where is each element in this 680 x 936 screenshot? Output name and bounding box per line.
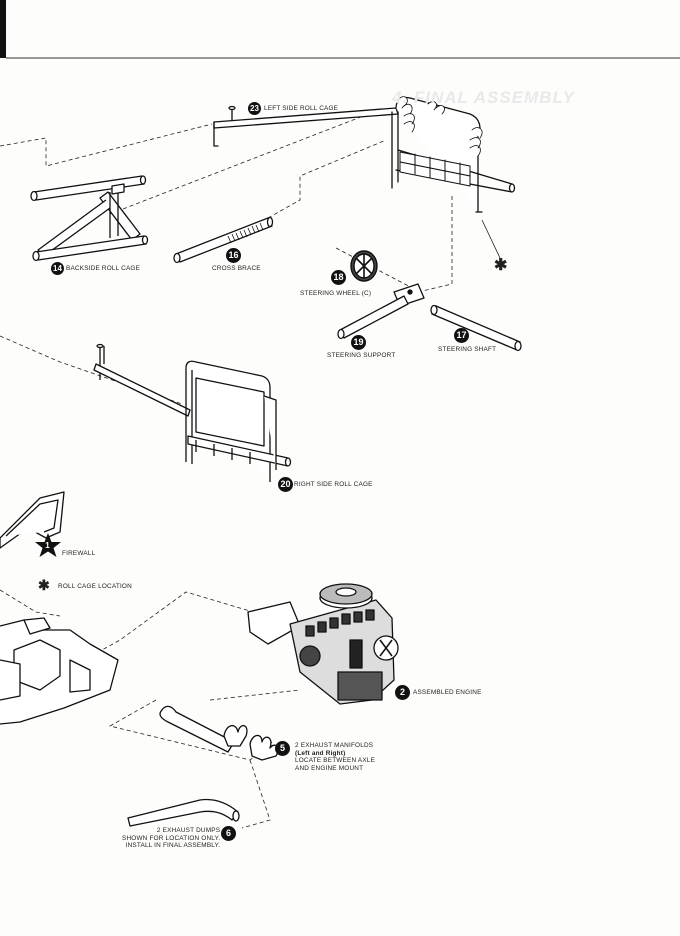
guide-lines (0, 107, 501, 829)
left-binding-strip (0, 0, 6, 58)
part-label-5-line1: 2 EXHAUST MANIFOLDS (295, 742, 374, 749)
part-label-20: RIGHT SIDE ROLL CAGE (294, 481, 373, 488)
part-number-2: 2 (395, 685, 410, 700)
firewall-drawing (0, 491, 65, 549)
part-label-2: ASSEMBLED ENGINE (413, 689, 482, 696)
part-label-19: STEERING SUPPORT (327, 352, 396, 359)
part-number-14: 14 (51, 262, 64, 275)
part-number-18: 18 (331, 270, 346, 285)
part-label-5-line2: (Left and Right) (295, 749, 346, 757)
firewall-star-icon (35, 533, 61, 557)
roll-cage-location-asterisk-icon: ✱ (38, 577, 50, 593)
part-number-6: 6 (221, 826, 236, 841)
part-label-6-line1: 2 EXHAUST DUMPS (156, 827, 221, 834)
steering-wheel-drawing (350, 250, 378, 282)
part-number-16: 16 (226, 248, 241, 263)
part-label-17: STEERING SHAFT (438, 346, 497, 353)
part-label-5-line4: AND ENGINE MOUNT (295, 764, 364, 772)
part-number-19: 19 (351, 335, 366, 350)
roll-cage-location-label: ROLL CAGE LOCATION (58, 583, 132, 590)
steering-shaft-drawing (430, 304, 522, 352)
backside-roll-cage-drawing (30, 175, 149, 262)
part-number-1: 1 (45, 541, 50, 550)
part-label-6-line3: INSTALL IN FINAL ASSEMBLY. (125, 842, 221, 849)
part-label-14: BACKSIDE ROLL CAGE (66, 265, 141, 272)
left-side-roll-cage-drawing (213, 96, 516, 213)
part-label-16: CROSS BRACE (212, 265, 261, 272)
assembled-engine-drawing (247, 583, 399, 705)
roll-cage-asterisk-icon: ✱ (494, 257, 508, 274)
part-label-23: LEFT SIDE ROLL CAGE (264, 105, 339, 112)
part-number-23: 23 (248, 102, 261, 115)
part-label-5: 2 EXHAUST MANIFOLDS (Left and Right) LOC… (295, 742, 375, 772)
chassis-drawing (0, 617, 119, 725)
right-side-roll-cage-drawing (93, 343, 292, 482)
steering-support-drawing (337, 283, 425, 340)
part-label-18: STEERING WHEEL (C) (300, 290, 372, 297)
exhaust-dumps-drawing (127, 798, 240, 827)
part-number-17: 17 (454, 328, 469, 343)
exhaust-manifolds-drawing (159, 705, 279, 761)
part-label-1: FIREWALL (62, 550, 96, 557)
part-number-5: 5 (275, 741, 290, 756)
cross-brace-drawing (173, 216, 274, 264)
bleed-through-heading: 4. FINAL ASSEMBLY (392, 88, 575, 107)
part-label-5-line3: LOCATE BETWEEN AXLE (295, 757, 376, 764)
part-label-6-line2: SHOWN FOR LOCATION ONLY. (122, 834, 221, 842)
part-label-6: 2 EXHAUST DUMPS SHOWN FOR LOCATION ONLY.… (122, 827, 220, 850)
part-number-20: 20 (278, 477, 293, 492)
